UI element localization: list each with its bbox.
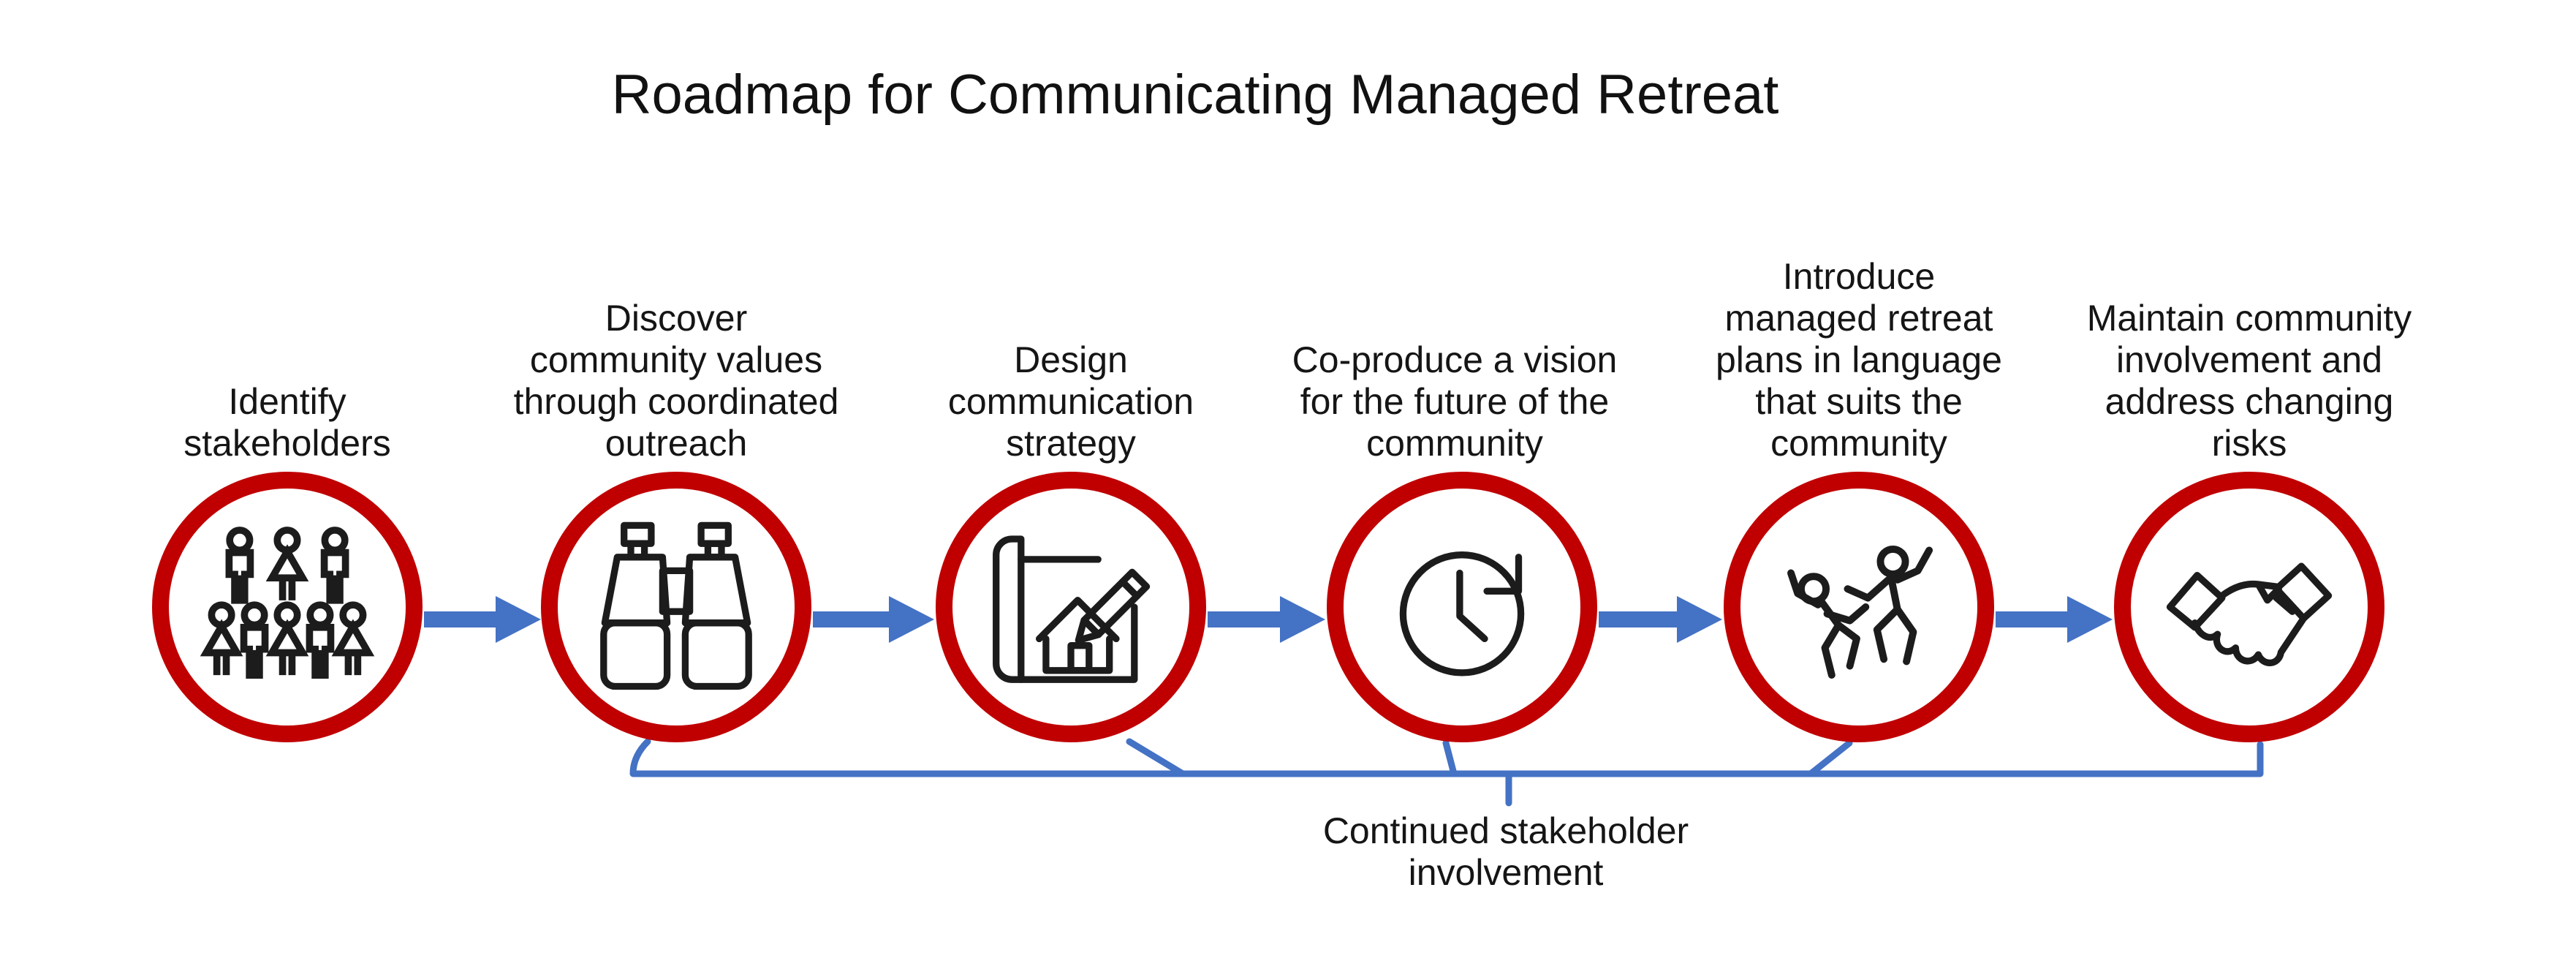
step-circle-design-communication-strategy bbox=[936, 472, 1206, 742]
arrow-right-icon bbox=[424, 596, 541, 643]
people-group-icon bbox=[174, 494, 401, 720]
handshake-icon bbox=[2166, 562, 2333, 666]
step-label-introduce-plans: Introduce managed retreat plans in langu… bbox=[1716, 256, 2002, 464]
binoculars-icon bbox=[600, 521, 752, 690]
page-title: Roadmap for Communicating Managed Retrea… bbox=[611, 64, 1779, 126]
step-circle-coproduce-vision bbox=[1327, 472, 1597, 742]
step-circle-discover-community-values bbox=[541, 472, 811, 742]
step-label-identify-stakeholders: Identify stakeholders bbox=[183, 381, 391, 464]
clock-history-icon bbox=[1399, 551, 1525, 676]
step-label-discover-community-values: Discover community values through coordi… bbox=[513, 298, 839, 464]
arrow-right-icon bbox=[1208, 596, 1325, 643]
blueprint-house-pencil-icon bbox=[993, 535, 1151, 683]
arrow-right-icon bbox=[1996, 596, 2113, 643]
arrow-right-icon bbox=[1599, 596, 1722, 643]
step-circle-introduce-plans bbox=[1724, 472, 1994, 742]
step-label-design-communication-strategy: Design communication strategy bbox=[947, 339, 1194, 464]
continued-involvement-label: Continued stakeholder involvement bbox=[1322, 810, 1689, 893]
step-label-coproduce-vision: Co-produce a vision for the future of th… bbox=[1292, 339, 1618, 464]
stakeholder-involvement-bracket bbox=[629, 738, 2264, 807]
step-label-maintain-involvement: Maintain community involvement and addre… bbox=[2086, 298, 2412, 464]
step-circle-maintain-involvement bbox=[2114, 472, 2384, 742]
dancing-people-icon bbox=[1787, 545, 1933, 679]
step-circle-identify-stakeholders bbox=[152, 472, 423, 742]
arrow-right-icon bbox=[813, 596, 934, 643]
